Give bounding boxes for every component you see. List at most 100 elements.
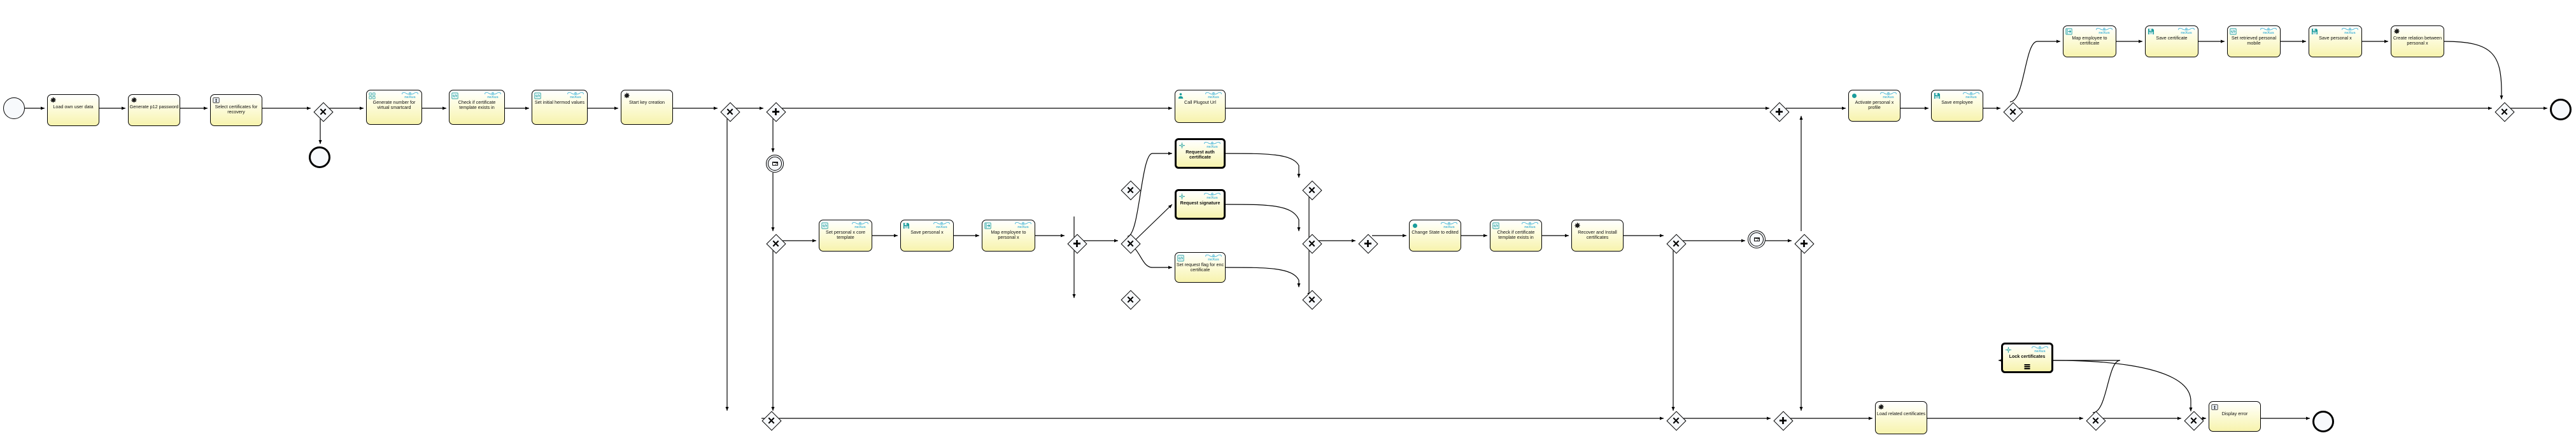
gateway-diamond — [1666, 410, 1687, 431]
task-call-plugout-url[interactable]: neXus Call Plugout Url — [1175, 90, 1226, 123]
svg-text:neXus: neXus — [1965, 96, 1977, 99]
exclusive-gateway-lock-split[interactable] — [2085, 410, 2106, 431]
task-create-relation-personal-x[interactable]: Create relation between personal x — [2391, 25, 2444, 57]
exclusive-gateway-lock-join[interactable] — [2183, 410, 2204, 431]
end-event-success[interactable] — [2550, 99, 2572, 120]
task-activate-personal-x-profile[interactable]: neXus Activate personal x profile — [1848, 90, 1900, 122]
gateway-diamond — [1120, 289, 1141, 310]
gateway-diamond — [1301, 289, 1322, 310]
task-generate-p12-password[interactable]: Generate p12 password — [128, 94, 180, 126]
task-request-signature[interactable]: neXus Request signature — [1175, 189, 1226, 220]
intermediate-message-event-1[interactable] — [766, 155, 784, 173]
nexus-logo-icon: neXus — [1204, 253, 1223, 262]
flow-gw21-up-t26 — [1998, 358, 2121, 413]
gateway-diamond — [2183, 410, 2204, 431]
message-event-ring — [768, 157, 782, 171]
svg-text:neXus: neXus — [404, 96, 416, 99]
map-icon — [2065, 28, 2072, 35]
task-set-personal-x-core-template[interactable]: neXus Set personal x core template — [819, 220, 872, 252]
exclusive-gateway-mapping-branch[interactable] — [2002, 101, 2023, 122]
task-change-state-to-edited[interactable]: neXus Change State to edited — [1409, 220, 1461, 252]
exclusive-gateway-cert-branch[interactable] — [1120, 233, 1141, 254]
nexus-logo-icon: neXus — [1440, 221, 1459, 229]
parallel-gateway-after-message[interactable] — [1794, 233, 1815, 254]
exclusive-gateway-cert-join[interactable] — [1301, 233, 1322, 254]
map-icon — [984, 222, 991, 229]
task-set-initial-hermod-values[interactable]: neXus Set initial hermod values — [532, 90, 588, 125]
task-set-retrieved-personal-mobile[interactable]: neXus Set retrieved personal mobile — [2227, 25, 2281, 57]
state-icon — [1412, 222, 1419, 229]
task-generate-number-vsc[interactable]: neXus Generate number for virtual smartc… — [366, 90, 422, 125]
svg-text:neXus: neXus — [1207, 196, 1218, 200]
task-check-template-exists-2[interactable]: neXus Check if certificate template exis… — [1490, 220, 1542, 252]
parallel-gateway-split-main[interactable] — [765, 101, 786, 122]
task-save-certificate[interactable]: neXus Save certificate — [2145, 25, 2198, 57]
task-check-template-exists-1[interactable]: neXus Check if certificate template exis… — [449, 90, 505, 125]
task-start-key-creation[interactable]: Start key creation — [621, 90, 673, 125]
task-load-related-certificates[interactable]: Load related certificates — [1875, 401, 1927, 434]
save-icon — [2311, 28, 2318, 35]
nexus-logo-icon: neXus — [1204, 91, 1223, 99]
svg-text:neXus: neXus — [2098, 31, 2110, 35]
exclusive-gateway-error-merge[interactable] — [1666, 410, 1687, 431]
exclusive-gateway-key-creation[interactable] — [719, 101, 740, 122]
gateway-diamond — [313, 101, 334, 122]
flow-t14-to-gw11 — [1225, 267, 1301, 288]
nexus-logo-icon: neXus — [483, 91, 502, 99]
task-save-personal-x-1[interactable]: neXus Save personal x — [900, 220, 954, 252]
task-label: Set request flag for enc certificate — [1176, 262, 1224, 273]
exclusive-gateway-enc-branch[interactable] — [1120, 289, 1141, 310]
task-label: Recover and Install certificates — [1578, 229, 1617, 241]
save-icon — [903, 222, 910, 229]
start-event[interactable] — [3, 97, 25, 119]
gateway-diamond — [1120, 233, 1141, 254]
multi-instance-parallel-marker-icon — [2024, 364, 2030, 369]
gateway-diamond — [1666, 233, 1687, 254]
parallel-gateway-cert-merge[interactable] — [1357, 233, 1378, 254]
task-select-certificates[interactable]: Select certificates for recovery — [210, 94, 262, 126]
intermediate-message-event-2[interactable] — [1748, 231, 1766, 248]
svg-text:neXus: neXus — [936, 225, 947, 229]
exclusive-gateway-personal-x-join[interactable] — [765, 233, 786, 254]
exclusive-gateway-final-join[interactable] — [2494, 101, 2515, 122]
gateway-diamond — [1301, 233, 1322, 254]
parallel-gateway-bottom-split[interactable] — [1773, 410, 1794, 431]
gateway-diamond — [1773, 410, 1794, 431]
exclusive-gateway-enc-join[interactable] — [1301, 289, 1322, 310]
exclusive-gateway-recovery-choice[interactable] — [313, 101, 334, 122]
code-icon — [451, 92, 458, 99]
task-label: Set personal x core template — [826, 229, 865, 241]
end-event-cancel[interactable] — [309, 146, 330, 168]
exclusive-gateway-auth-branch[interactable] — [1120, 180, 1141, 201]
task-set-request-flag-enc[interactable]: neXus Set request flag for enc certifica… — [1175, 252, 1226, 283]
end-event-error[interactable] — [2312, 411, 2334, 432]
task-load-own-user-data[interactable]: Load own user data — [47, 94, 99, 126]
task-label: Display error — [2221, 411, 2248, 416]
gear-icon — [1878, 404, 1885, 411]
task-map-employee-to-personal-x[interactable]: neXus Map employee to personal x — [982, 220, 1035, 252]
nexus-logo-icon: neXus — [2340, 27, 2360, 35]
task-lock-certificates[interactable]: neXus Lock certificates — [2001, 343, 2053, 373]
message-event-ring — [1750, 232, 1764, 246]
task-label: Request auth certificate — [1185, 149, 1215, 160]
task-display-error[interactable]: Display error — [2209, 401, 2261, 432]
parallel-gateway-join-top[interactable] — [1769, 101, 1790, 122]
task-save-personal-x-2[interactable]: neXus Save personal x — [2309, 25, 2362, 57]
user-icon — [1177, 92, 1184, 99]
svg-text:neXus: neXus — [1883, 96, 1894, 99]
task-recover-and-install-certs[interactable]: Recover and Install certificates — [1571, 220, 1624, 252]
exclusive-gateway-recover-join[interactable] — [1666, 233, 1687, 254]
nexus-logo-icon: neXus — [1879, 91, 1898, 99]
task-label: Start key creation — [629, 99, 665, 105]
parallel-gateway-cert-split[interactable] — [1066, 233, 1087, 254]
task-save-employee[interactable]: neXus Save employee — [1931, 90, 1983, 122]
task-request-auth-certificate[interactable]: neXus Request auth certificate — [1175, 138, 1226, 169]
gateway-diamond — [761, 410, 782, 431]
gateway-diamond — [1357, 233, 1378, 254]
nexus-logo-icon: neXus — [1962, 91, 1981, 99]
exclusive-gateway-error-join[interactable] — [761, 410, 782, 431]
nexus-logo-icon: neXus — [1203, 192, 1222, 200]
task-map-employee-to-certificate[interactable]: neXus Map employee to certificate — [2063, 25, 2116, 57]
exclusive-gateway-auth-join[interactable] — [1301, 180, 1322, 201]
